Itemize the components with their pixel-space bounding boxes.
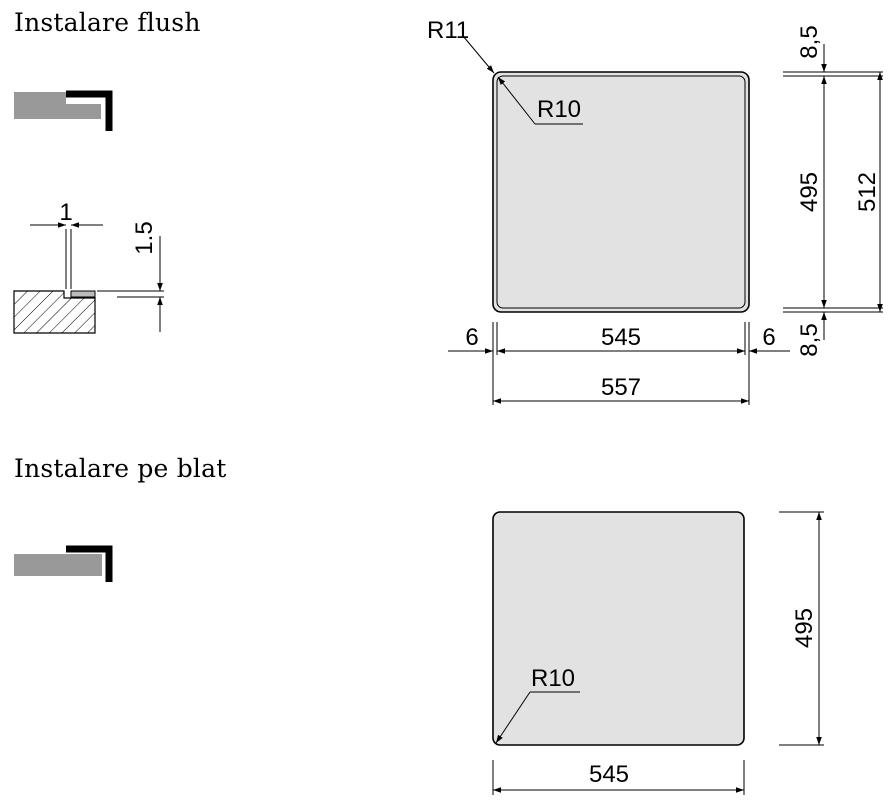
bottom-margin-label: 8,5 xyxy=(796,323,823,356)
flush-panel xyxy=(492,71,750,313)
top-mount-dimensions xyxy=(492,511,824,795)
left-margin-label: 6 xyxy=(465,324,478,351)
top-install-title: Instalare pe blat xyxy=(14,454,227,483)
outer-width-label: 557 xyxy=(601,374,641,401)
inner-width-label: 545 xyxy=(601,324,641,351)
right-margin-label: 6 xyxy=(762,324,775,351)
top-margin-label: 8,5 xyxy=(796,25,823,58)
top-width-label: 545 xyxy=(589,761,629,788)
top-radius-label: R10 xyxy=(531,665,575,692)
flush-install-title: Instalare flush xyxy=(14,8,201,37)
radius-outer-label: R11 xyxy=(427,17,469,44)
top-mount-profile-icon xyxy=(14,545,113,582)
flush-vertical-dimensions xyxy=(783,44,883,340)
outer-height-label: 512 xyxy=(854,172,881,212)
flush-horizontal-dimensions xyxy=(448,322,790,405)
top-mount-panel xyxy=(492,511,745,746)
inner-height-label: 495 xyxy=(796,172,823,212)
top-height-label: 495 xyxy=(791,608,818,648)
gap-depth-label: 1.5 xyxy=(131,221,158,254)
gap-width-label: 1 xyxy=(59,199,72,226)
radius-inner-label: R10 xyxy=(537,96,581,123)
flush-profile-icon xyxy=(14,90,113,131)
flush-section-detail: 1 1.5 xyxy=(13,199,164,334)
